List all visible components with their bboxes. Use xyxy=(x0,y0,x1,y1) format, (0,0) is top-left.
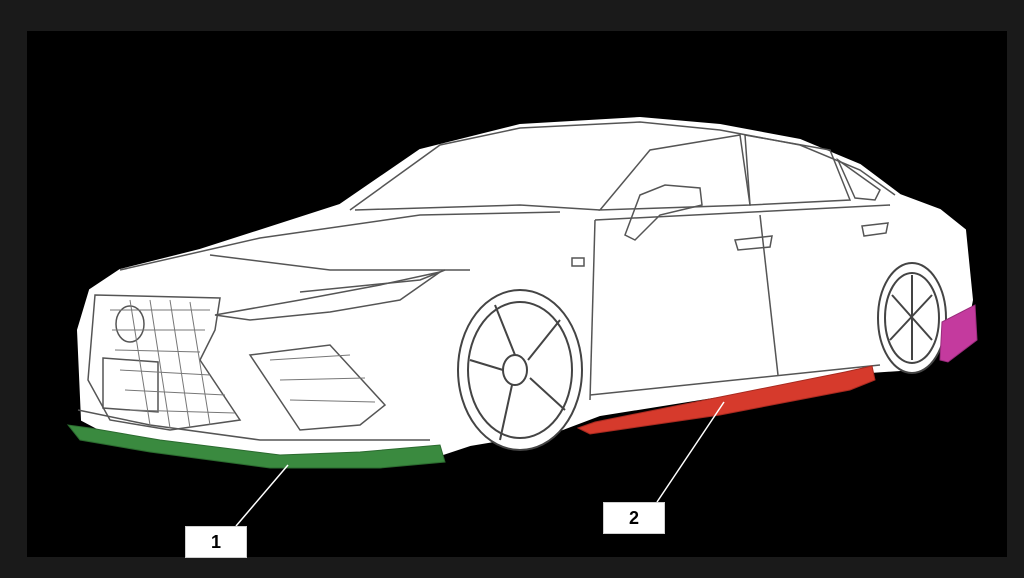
leader-line-2 xyxy=(656,401,725,503)
rear-diffuser xyxy=(939,304,978,363)
callout-number: 1 xyxy=(210,531,221,552)
callout-number: 2 xyxy=(628,507,639,528)
leader-line-1 xyxy=(235,464,289,527)
callout-label-1: 1 xyxy=(185,526,247,558)
side-skirt xyxy=(576,365,876,435)
grille-mesh xyxy=(110,299,376,429)
front-lip-spoiler xyxy=(66,424,446,469)
callout-label-2: 2 xyxy=(603,502,665,534)
front-wheel xyxy=(457,289,583,451)
body-lines xyxy=(77,121,896,441)
rear-wheel xyxy=(877,262,947,374)
